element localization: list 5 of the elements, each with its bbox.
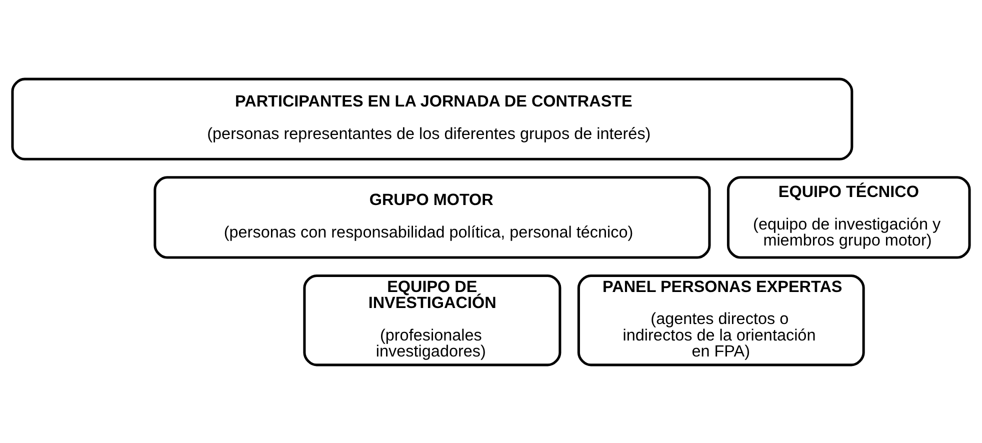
node-box: EQUIPO DE INVESTIGACIÓN (profesionales investigadores) bbox=[303, 274, 562, 366]
node-box: GRUPO MOTOR (personas con responsabilidad política, personal técnico) bbox=[154, 176, 711, 258]
node-box: PANEL PERSONAS EXPERTAS (agentes directos o indirectos de la orientación en FPA) bbox=[577, 274, 865, 366]
node-box: EQUIPO TÉCNICO (equipo de investigación y miembros grupo motor) bbox=[726, 176, 971, 258]
node-box: PARTICIPANTES EN LA JORNADA DE CONTRASTE (personas representantes de los diferentes grupos de interés) bbox=[11, 77, 854, 160]
